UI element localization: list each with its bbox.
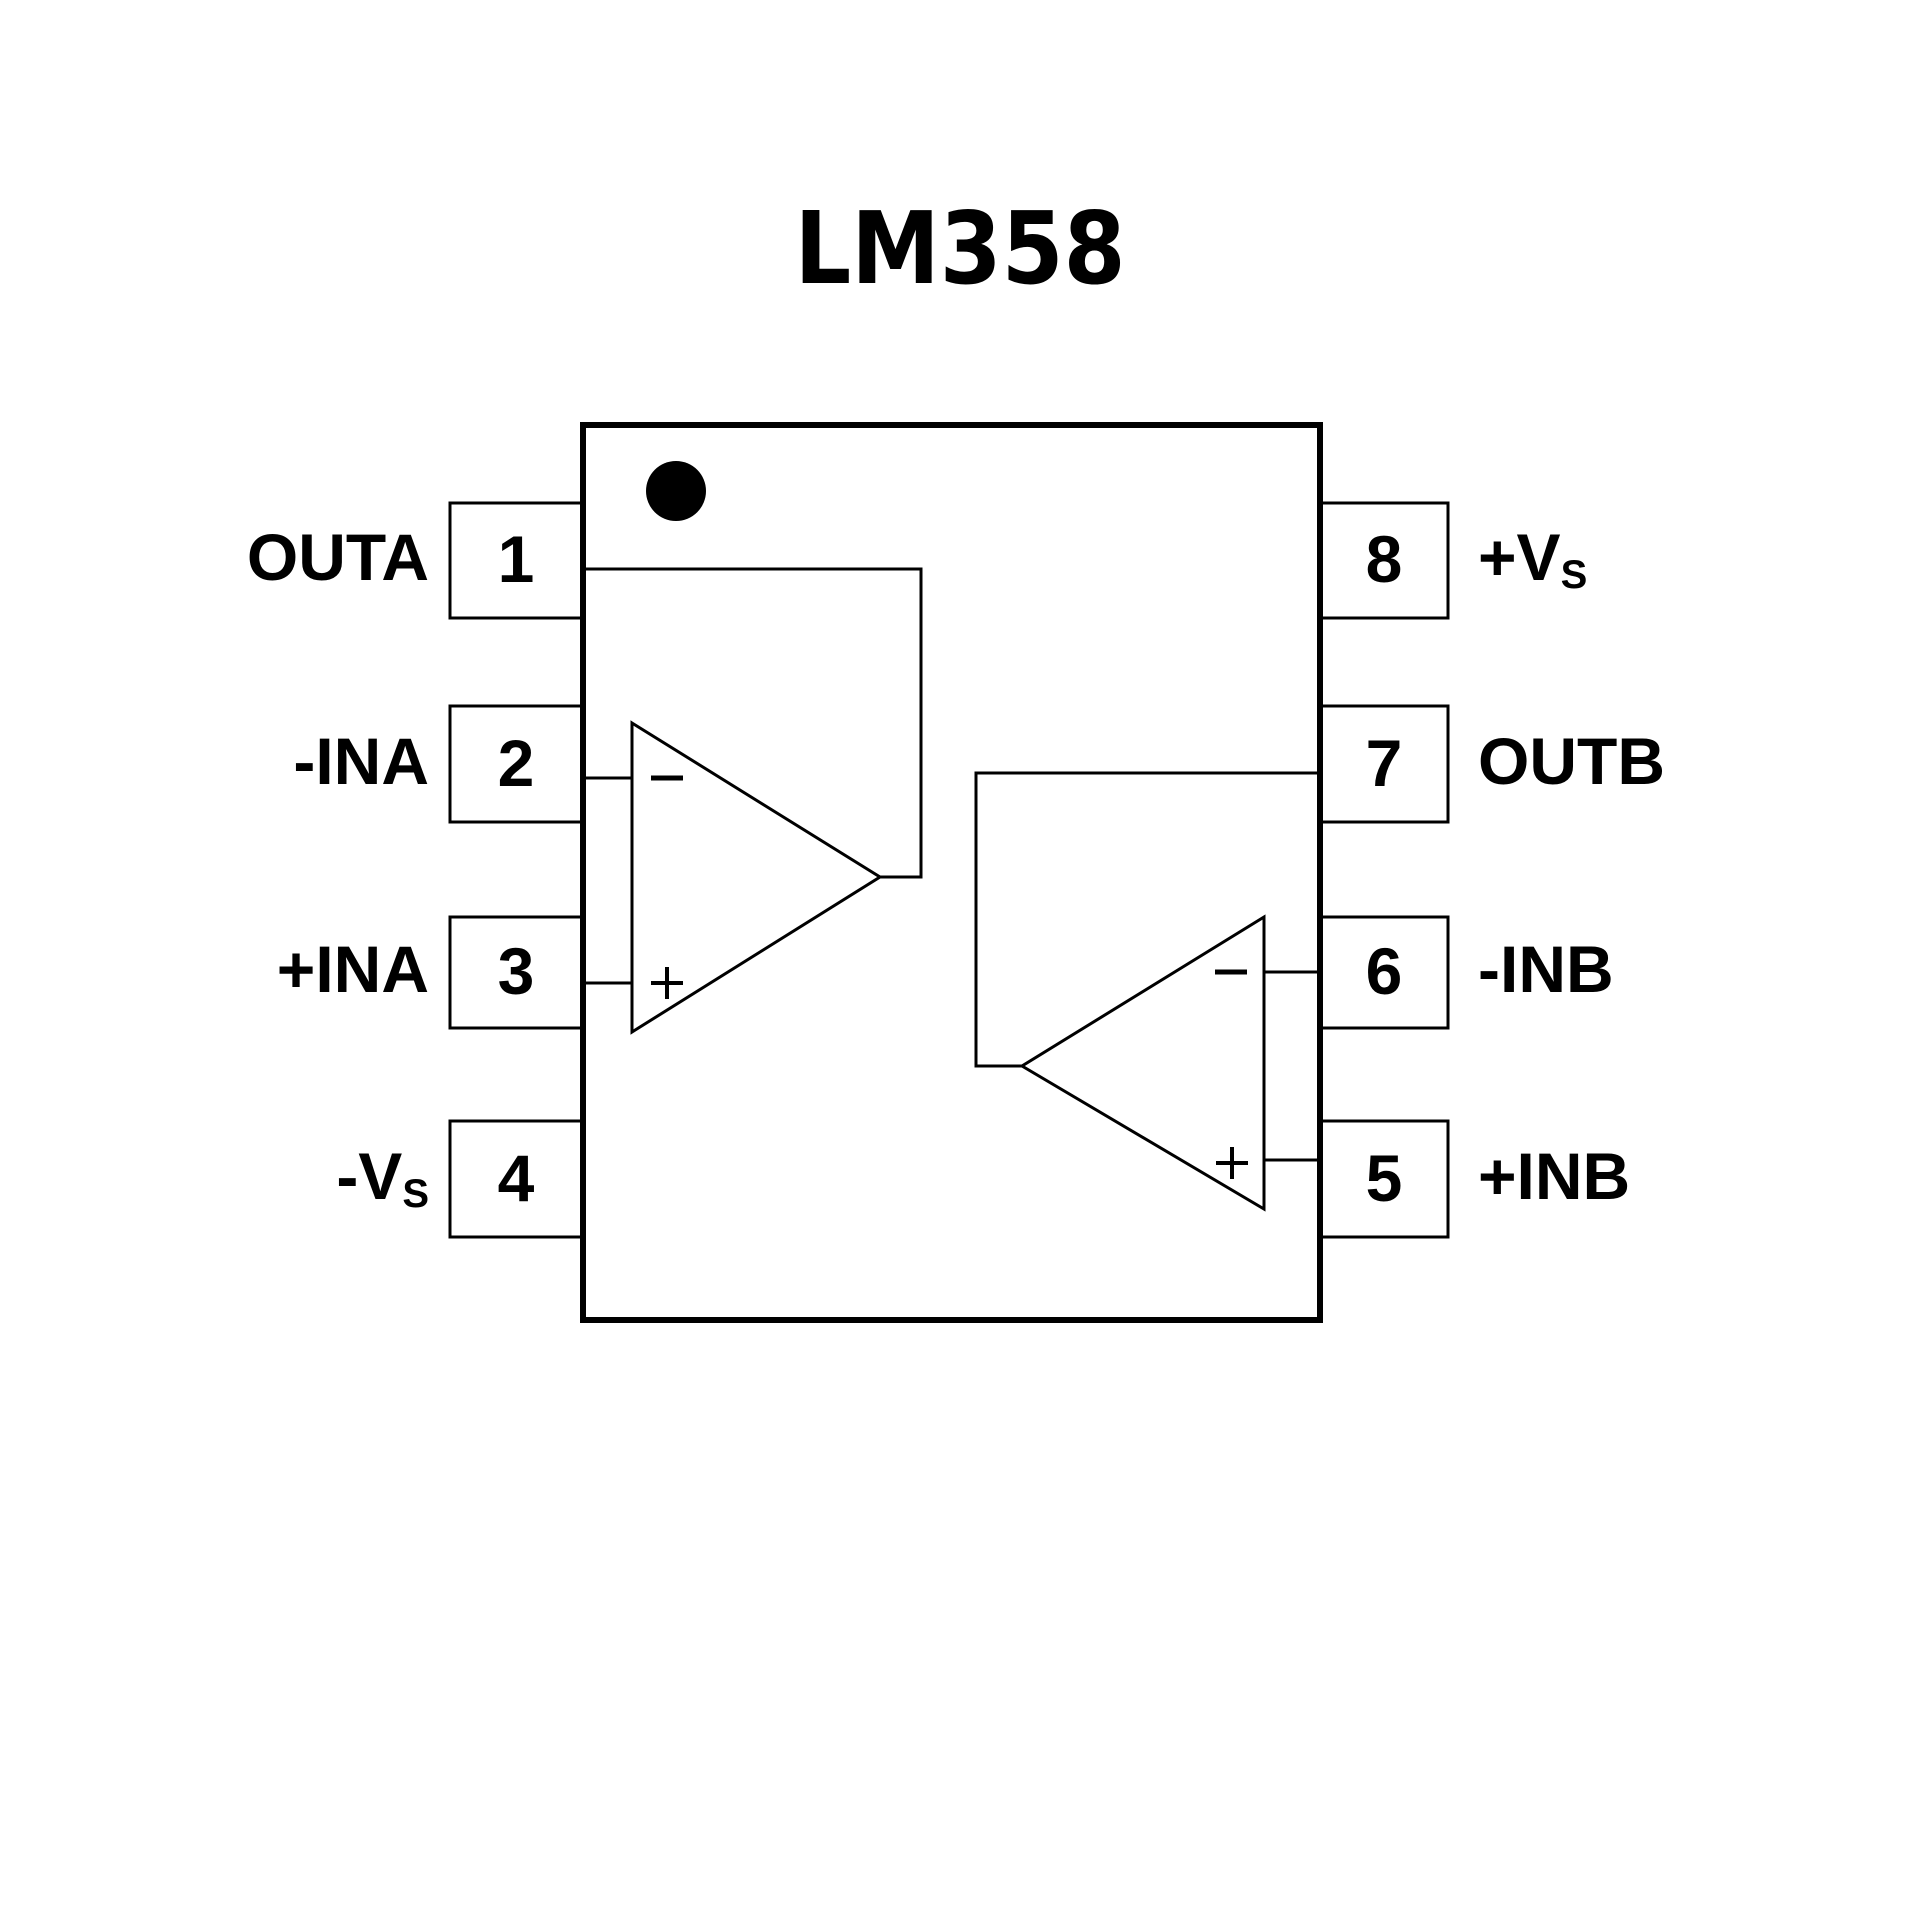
pin-number-4: 4 [498,1141,535,1215]
pin-number-7: 7 [1366,726,1403,800]
pin-number-1: 1 [498,522,535,596]
pin-number-2: 2 [498,726,535,800]
pin-label-ina-minus: -INA [293,724,429,798]
pin-box-6 [1320,915,1450,1030]
left-pins [448,501,583,1239]
right-pins [1320,501,1450,1239]
op-amp-a-symbols [651,775,683,999]
pin-label-pos-vs: +VS [1478,520,1587,597]
pin-label-inb-minus: -INB [1478,932,1614,1006]
pin-number-5: 5 [1366,1141,1403,1215]
pin1-marker-dot [646,461,706,521]
op-amp-b-symbols [1215,969,1248,1179]
pin-number-6: 6 [1366,934,1403,1008]
op-amp-b [974,771,1320,1212]
pin-number-3: 3 [498,934,535,1008]
pin-label-neg-vs-subscript: S [402,1172,429,1216]
pin-box-5 [1320,1119,1450,1239]
pin-box-4 [448,1119,583,1239]
pin-box-1 [448,501,583,620]
chip-title: LM358 [795,191,1126,307]
op-amp-a [583,567,923,1035]
pin-label-neg-vs: -VS [336,1139,429,1216]
pin-label-outb: OUTB [1478,724,1665,798]
pin-label-ina-plus: +INA [277,932,429,1006]
pin-label-pos-vs-subscript: S [1561,553,1588,597]
op-amp-b-triangle [1019,914,1266,1212]
pin-box-2 [448,704,583,824]
op-amp-a-output-wire [583,567,923,879]
op-amp-a-triangle [630,720,883,1035]
pin-box-8 [1320,501,1450,620]
pin-label-outa: OUTA [247,520,429,594]
pin-box-7 [1320,704,1450,824]
pin-label-inb-plus: +INB [1478,1139,1630,1213]
op-amp-b-output-wire [974,771,1320,1068]
chip-body [580,422,1323,1323]
pin-box-3 [448,915,583,1030]
pin-number-8: 8 [1366,522,1403,596]
